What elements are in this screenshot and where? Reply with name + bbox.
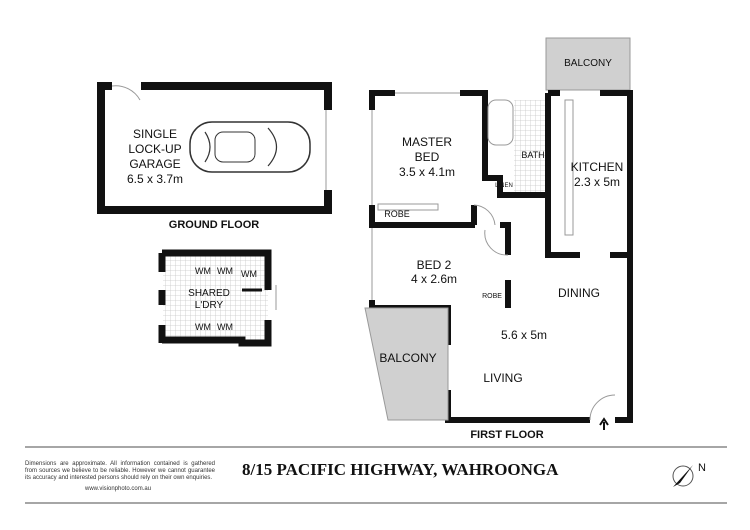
laundry-label: SHARED L'DRY — [188, 288, 230, 311]
master-bed-dims: 3.5 x 4.1m — [398, 165, 456, 179]
wm-5: WM — [217, 322, 233, 332]
robe-label-1: ROBE — [384, 209, 410, 219]
living-dims: 5.6 x 5m — [500, 328, 548, 342]
car-icon — [189, 121, 311, 173]
kitchen-dims: 2.3 x 5m — [573, 175, 621, 189]
bath-tiles — [514, 100, 545, 192]
dining-label: DINING — [558, 286, 600, 300]
first-floor-label: FIRST FLOOR — [470, 429, 544, 441]
living-label: LIVING — [483, 371, 523, 385]
garage-dims: 6.5 x 3.7m — [126, 172, 184, 186]
entry-arrow-icon — [599, 417, 609, 430]
wm-1: WM — [195, 266, 211, 276]
compass-letter: N — [698, 462, 706, 474]
north-arrow-icon — [672, 465, 694, 487]
property-address: 8/15 PACIFIC HIGHWAY, WAHROONGA — [242, 460, 559, 479]
wm-4: WM — [195, 322, 211, 332]
wm-3: WM — [241, 269, 257, 279]
website: www.visionphoto.com.au — [85, 486, 152, 492]
balcony-top — [545, 37, 631, 91]
ground-floor-label: GROUND FLOOR — [168, 219, 260, 231]
garage — [97, 82, 332, 214]
bed2-label: BED 2 — [416, 258, 452, 272]
linen-label: LINEN — [495, 183, 513, 189]
balcony-bottom — [364, 307, 449, 421]
robe-label-2: ROBE — [482, 293, 502, 300]
balcony-bottom-label: BALCONY — [379, 351, 437, 365]
first-floor-walls — [369, 90, 633, 423]
disclaimer: Dimensions are approximate. All informat… — [25, 461, 215, 481]
balcony-top-label: BALCONY — [564, 58, 612, 69]
garage-label: SINGLE LOCK-UP GARAGE — [128, 127, 182, 171]
wm-2: WM — [217, 266, 233, 276]
master-bed-label: MASTER BED — [401, 135, 453, 164]
bed2-dims: 4 x 2.6m — [410, 272, 458, 286]
kitchen-label: KITCHEN — [570, 160, 624, 174]
bath-label: BATH — [521, 150, 545, 160]
laundry — [158, 249, 277, 347]
